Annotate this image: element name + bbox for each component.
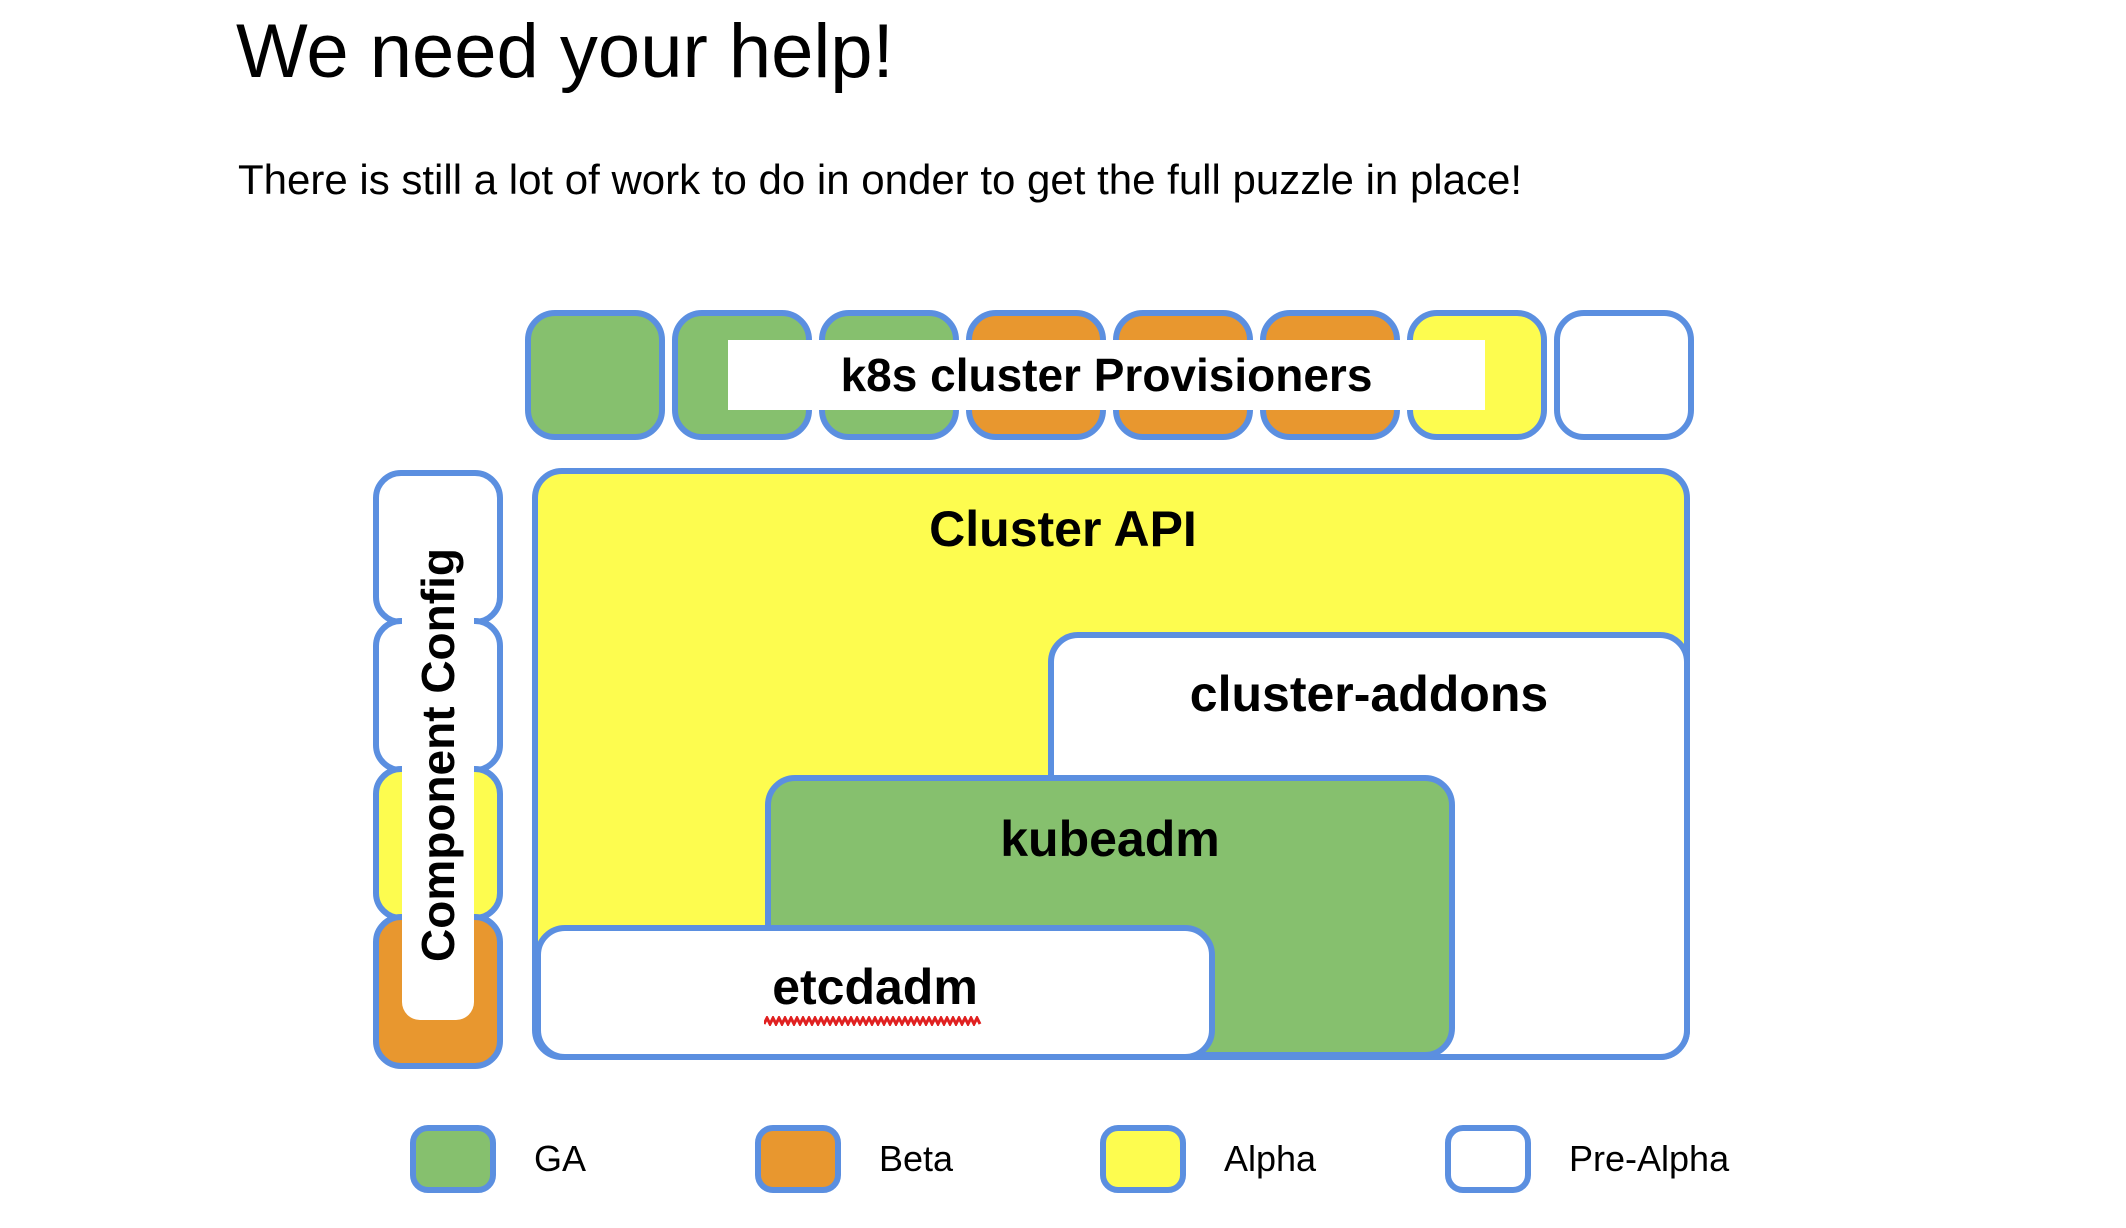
legend: GA Beta Alpha Pre-Alpha [410,1125,1729,1195]
legend-swatch-pre-alpha [1445,1125,1531,1193]
component-config-label: Component Config [412,548,465,962]
provisioners-label: k8s cluster Provisioners [840,349,1373,401]
provisioner-chip-1 [525,310,665,440]
legend-swatch-ga [410,1125,496,1193]
component-config-label-plate: Component Config [402,490,474,1020]
provisioner-chip-8 [1554,310,1694,440]
legend-swatch-beta [755,1125,841,1193]
legend-label-beta: Beta [879,1138,954,1179]
kubeadm-label: kubeadm [1000,811,1220,867]
legend-item-pre-alpha: Pre-Alpha [1445,1125,1729,1193]
legend-label-alpha: Alpha [1224,1138,1317,1179]
legend-item-beta: Beta [755,1125,953,1193]
cluster-api-label: Cluster API [929,501,1197,557]
legend-label-pre-alpha: Pre-Alpha [1569,1138,1730,1179]
cluster-addons-label: cluster-addons [1189,666,1549,722]
page-subtitle: There is still a lot of work to do in on… [238,156,1523,203]
legend-item-alpha: Alpha [1100,1125,1316,1193]
legend-label-ga: GA [534,1138,587,1179]
etcdadm-box [535,925,1215,1060]
page-title: We need your help! [236,9,894,94]
provisioners-label-plate: k8s cluster Provisioners [728,340,1485,410]
legend-item-ga: GA [410,1125,586,1193]
etcdadm-label: etcdadm [772,959,978,1015]
spellcheck-squiggle-icon [764,1016,982,1026]
legend-swatch-alpha [1100,1125,1186,1193]
